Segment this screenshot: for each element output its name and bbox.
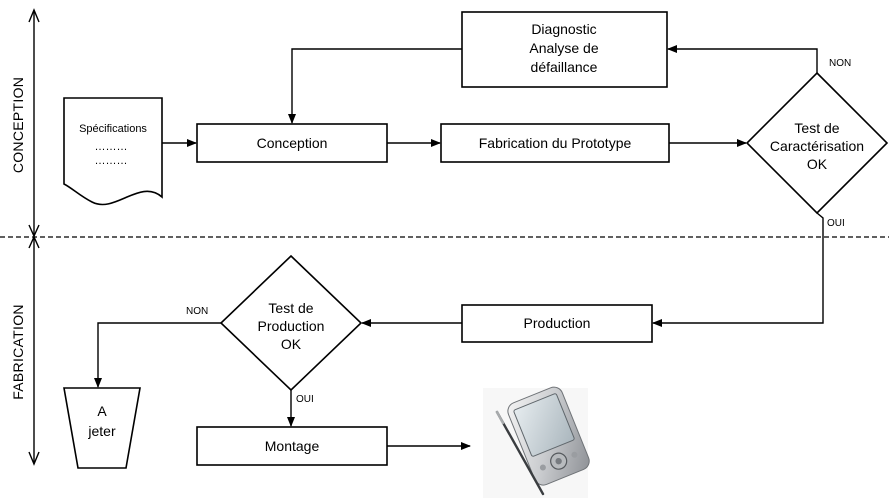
spec-line-2: ……… — [95, 155, 128, 167]
edge-label-oui-1: OUI — [827, 218, 845, 229]
arrow-test-yes-to-production — [652, 212, 824, 327]
specifications-document: Spécifications ……… ……… — [63, 97, 163, 206]
montage-label: Montage — [265, 438, 320, 454]
diagnostic-label-2: Analyse de — [529, 40, 598, 56]
diagnostic-label-1: Diagnostic — [531, 21, 596, 37]
edge-label-oui-2: OUI — [296, 394, 314, 405]
arrow-test-no-to-diagnostic — [667, 45, 818, 73]
test-production-label-1: Test de — [268, 300, 313, 316]
production-label: Production — [524, 315, 591, 331]
jeter-label-2: jeter — [87, 423, 116, 439]
test-caracterisation-label-1: Test de — [794, 120, 839, 136]
conception-label: Conception — [257, 135, 328, 151]
spec-line-1: ……… — [95, 141, 128, 153]
edge-label-non-2: NON — [186, 306, 208, 317]
arrow-test-no-to-jeter — [94, 322, 221, 388]
test-caracterisation-label-3: OK — [807, 156, 828, 172]
arrow-diagnostic-to-conception — [288, 48, 462, 124]
phase-label-fabrication: FABRICATION — [10, 304, 26, 400]
test-caracterisation-label-2: Caractérisation — [770, 138, 864, 154]
phase-label-conception: CONCEPTION — [10, 77, 26, 173]
test-production-label-2: Production — [258, 318, 325, 334]
test-production-label-3: OK — [281, 336, 302, 352]
diagnostic-label-3: défaillance — [531, 59, 598, 75]
pda-device-image — [483, 386, 590, 498]
jeter-label-1: A — [97, 403, 107, 419]
prototype-label: Fabrication du Prototype — [479, 135, 632, 151]
conception-box — [196, 123, 388, 163]
spec-title: Spécifications — [79, 123, 147, 135]
jeter-bin — [63, 387, 141, 469]
edge-label-non-1: NON — [829, 58, 851, 69]
